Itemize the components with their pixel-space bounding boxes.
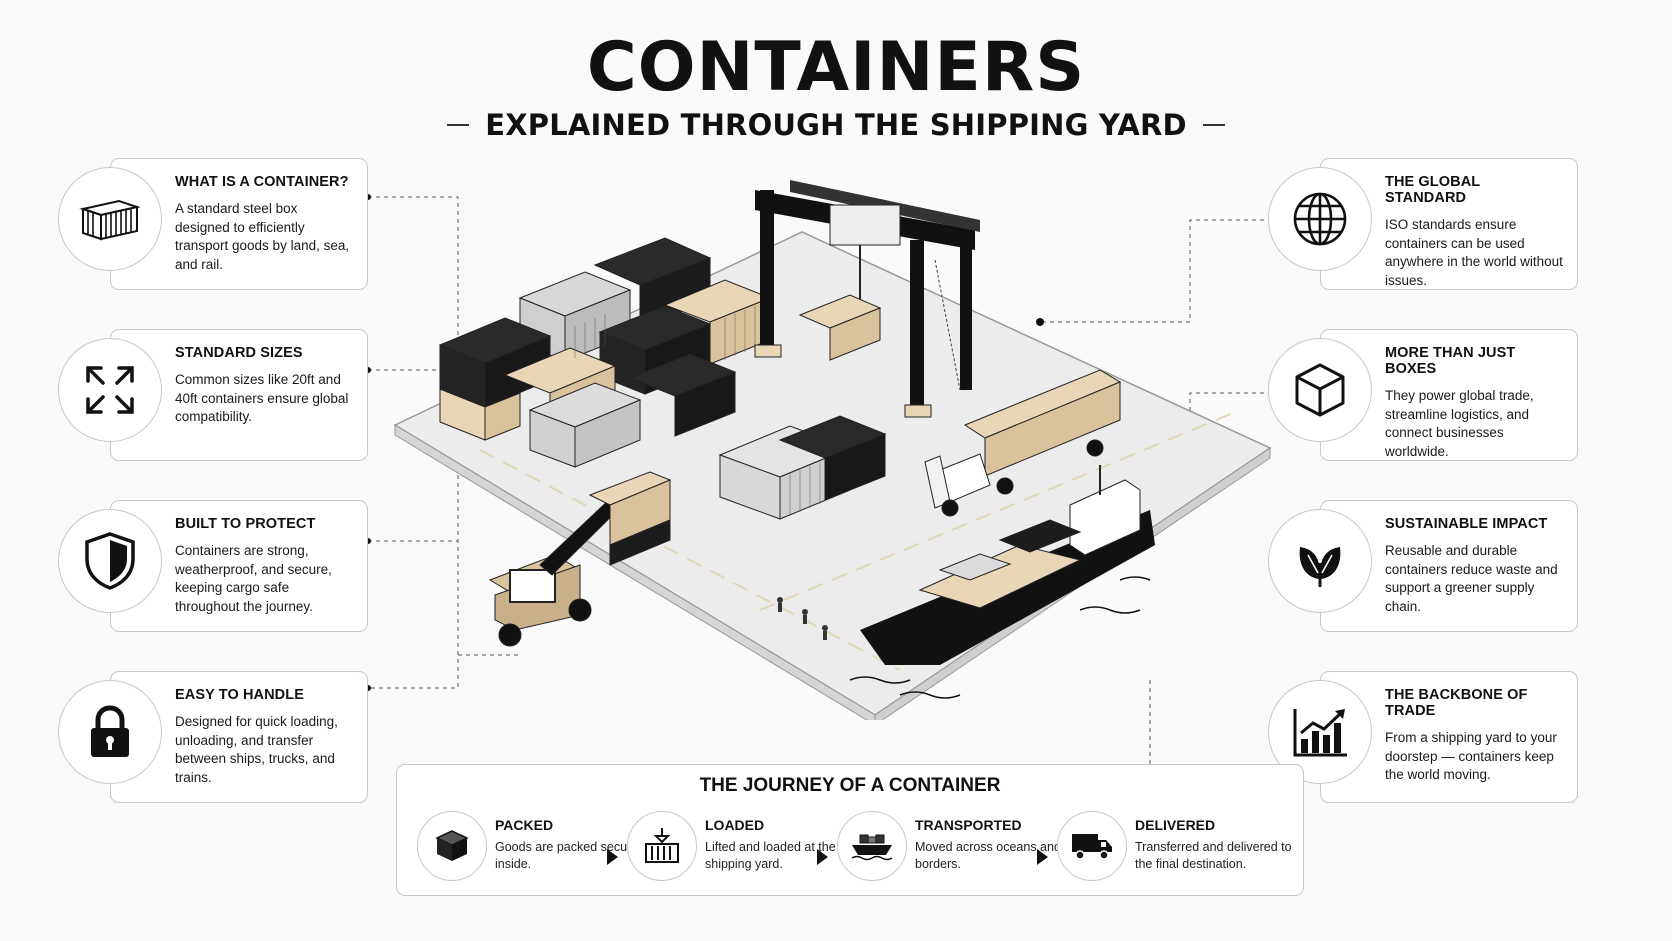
cube-icon	[1268, 338, 1372, 442]
card-text: A standard steel box designed to efficie…	[175, 201, 350, 272]
container-icon	[58, 167, 162, 271]
workers	[777, 597, 828, 640]
card-text: Reusable and durable containers reduce w…	[1385, 543, 1558, 614]
card-easy-to-handle: EASY TO HANDLE Designed for quick loadin…	[110, 671, 368, 803]
padlock-icon	[58, 680, 162, 784]
card-text: Designed for quick loading, unloading, a…	[175, 714, 338, 785]
subtitle-dash-right	[1202, 124, 1225, 126]
reach-stacker	[488, 471, 672, 647]
card-title: STANDARD SIZES	[175, 345, 303, 361]
card-backbone-of-trade: THE BACKBONE OF TRADE From a shipping ya…	[1320, 671, 1578, 803]
card-text: ISO standards ensure containers can be u…	[1385, 217, 1563, 288]
arrow-icon	[1037, 849, 1048, 865]
subtitle-dash-left	[447, 124, 470, 126]
card-title: SUSTAINABLE IMPACT	[1385, 516, 1548, 532]
crane-container-icon	[627, 811, 697, 881]
card-title: EASY TO HANDLE	[175, 687, 304, 703]
step-text: Moved across oceans and borders.	[915, 840, 1061, 871]
card-sustainable-impact: SUSTAINABLE IMPACT Reusable and durable …	[1320, 500, 1578, 632]
globe-icon	[1268, 167, 1372, 271]
page-title: CONTAINERS	[586, 28, 1086, 107]
container-truck	[924, 369, 1122, 517]
card-text: Containers are strong, weatherproof, and…	[175, 543, 332, 614]
box-icon	[417, 811, 487, 881]
cargo-ship	[849, 465, 1155, 699]
step-title: TRANSPORTED	[915, 817, 1022, 833]
card-built-to-protect: BUILT TO PROTECT Containers are strong, …	[110, 500, 368, 632]
card-title: MORE THAN JUST BOXES	[1385, 345, 1516, 377]
expand-arrows-icon	[58, 338, 162, 442]
gantry-crane	[754, 180, 980, 418]
card-title: THE GLOBAL STANDARD	[1385, 174, 1480, 206]
card-text: From a shipping yard to your doorstep — …	[1385, 730, 1557, 782]
step-title: DELIVERED	[1135, 817, 1216, 833]
card-title: THE BACKBONE OF TRADE	[1385, 687, 1528, 719]
card-title: WHAT IS A CONTAINER?	[175, 174, 349, 190]
card-more-than-boxes: MORE THAN JUST BOXES They power global t…	[1320, 329, 1578, 461]
journey-panel: THE JOURNEY OF A CONTAINER PACKED Goods …	[396, 764, 1304, 896]
truck-icon	[1057, 811, 1127, 881]
step-title: LOADED	[705, 817, 765, 833]
subtitle-row: EXPLAINED THROUGH THE SHIPPING YARD	[0, 108, 1672, 142]
card-title: BUILT TO PROTECT	[175, 516, 316, 532]
card-text: They power global trade, streamline logi…	[1385, 388, 1534, 459]
step-text: Transferred and delivered to the final d…	[1135, 840, 1292, 871]
shield-icon	[58, 509, 162, 613]
card-text: Common sizes like 20ft and 40ft containe…	[175, 372, 349, 424]
arrow-icon	[817, 849, 828, 865]
shipping-yard-illustration	[393, 180, 1272, 720]
step-title: PACKED	[495, 817, 554, 833]
journey-title: THE JOURNEY OF A CONTAINER	[699, 775, 1001, 796]
leaf-icon	[1268, 509, 1372, 613]
step-text: Lifted and loaded at the shipping yard.	[705, 840, 836, 871]
page-subtitle: EXPLAINED THROUGH THE SHIPPING YARD	[485, 108, 1187, 142]
arrow-icon	[607, 849, 618, 865]
ship-icon	[837, 811, 907, 881]
